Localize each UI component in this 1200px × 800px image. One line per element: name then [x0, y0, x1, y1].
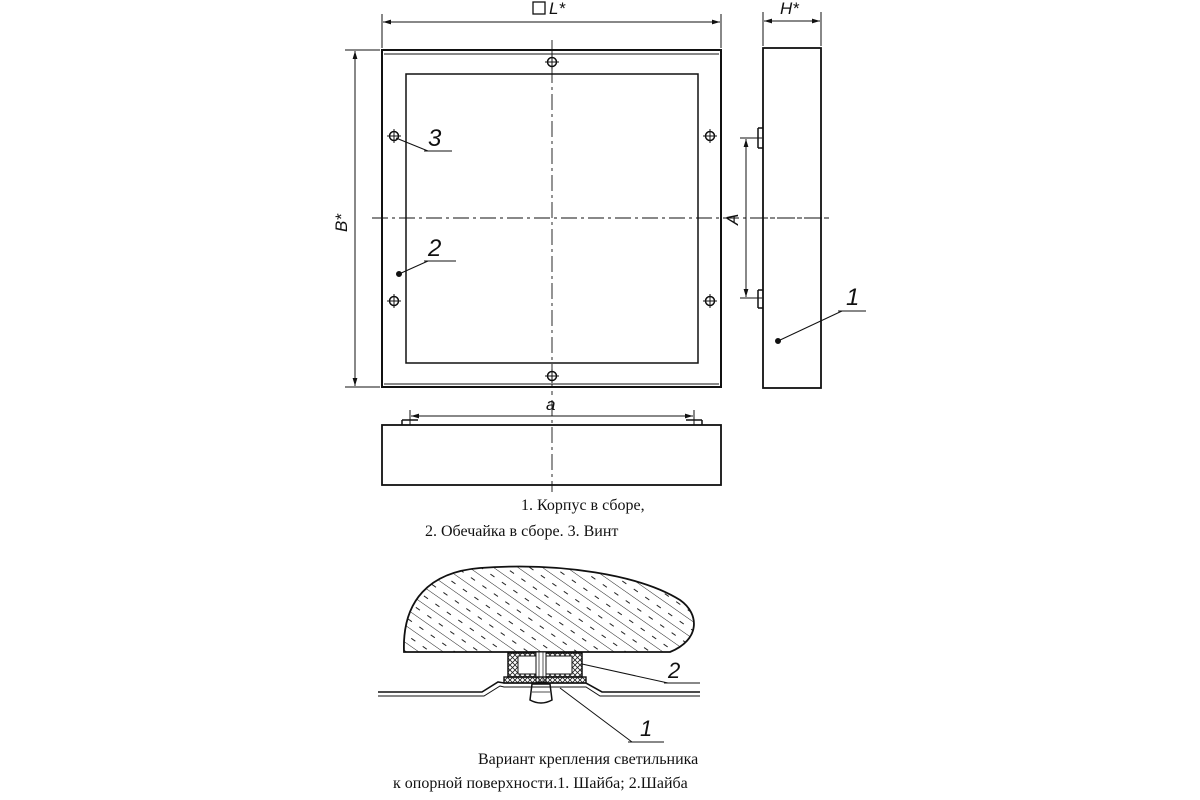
- callout-detail-1-label: 1: [640, 716, 652, 741]
- front-view: [372, 40, 830, 395]
- front-outer-frame: [381, 49, 722, 388]
- mounting-detail: [378, 565, 700, 743]
- callout-2-leader: [398, 260, 429, 275]
- callout-side-1-leader: [777, 310, 843, 342]
- mount-caption-line1: Вариант крепления светильника: [478, 751, 699, 768]
- dimension-depth-label: H*: [780, 0, 800, 18]
- mount-caption-line2: к опорной поверхности.1. Шайба; 2.Шайба: [393, 775, 688, 792]
- parts-caption-line2: 2. Обечайка в сборе. 3. Винт: [425, 523, 619, 540]
- screw-left-upper: [387, 129, 401, 143]
- parts-caption-line1: 1. Корпус в сборе,: [521, 497, 645, 514]
- screw-right-upper: [703, 129, 717, 143]
- dimension-width-label: L*: [549, 0, 566, 18]
- screw-left-lower: [387, 294, 401, 308]
- callout-detail-2-leader: [581, 663, 669, 684]
- bottom-view: [381, 400, 722, 492]
- callout-detail-1-leader: [559, 687, 633, 743]
- bolt-head: [529, 683, 553, 704]
- bottom-body: [381, 424, 722, 486]
- dimension-width: [381, 1, 722, 48]
- dimension-mount-height-label: A: [723, 214, 742, 226]
- dimension-mount-span-label: a: [546, 395, 555, 414]
- screw-right-lower: [703, 294, 717, 308]
- callout-3-label: 3: [428, 125, 442, 152]
- callout-detail-2-label: 2: [667, 658, 680, 683]
- side-view: [740, 12, 866, 389]
- washer-1: [503, 676, 587, 684]
- dimension-height-label: B*: [332, 213, 351, 232]
- square-symbol: [532, 1, 546, 15]
- housing-sheet: [378, 681, 700, 693]
- support-surface-section: [403, 565, 695, 653]
- callout-side-1-label: 1: [846, 284, 859, 311]
- dimension-height: [345, 49, 380, 388]
- callout-2-label: 2: [427, 235, 441, 262]
- callout-3-leader: [395, 137, 429, 152]
- screw-top: [545, 55, 559, 69]
- screw-bottom: [545, 369, 559, 383]
